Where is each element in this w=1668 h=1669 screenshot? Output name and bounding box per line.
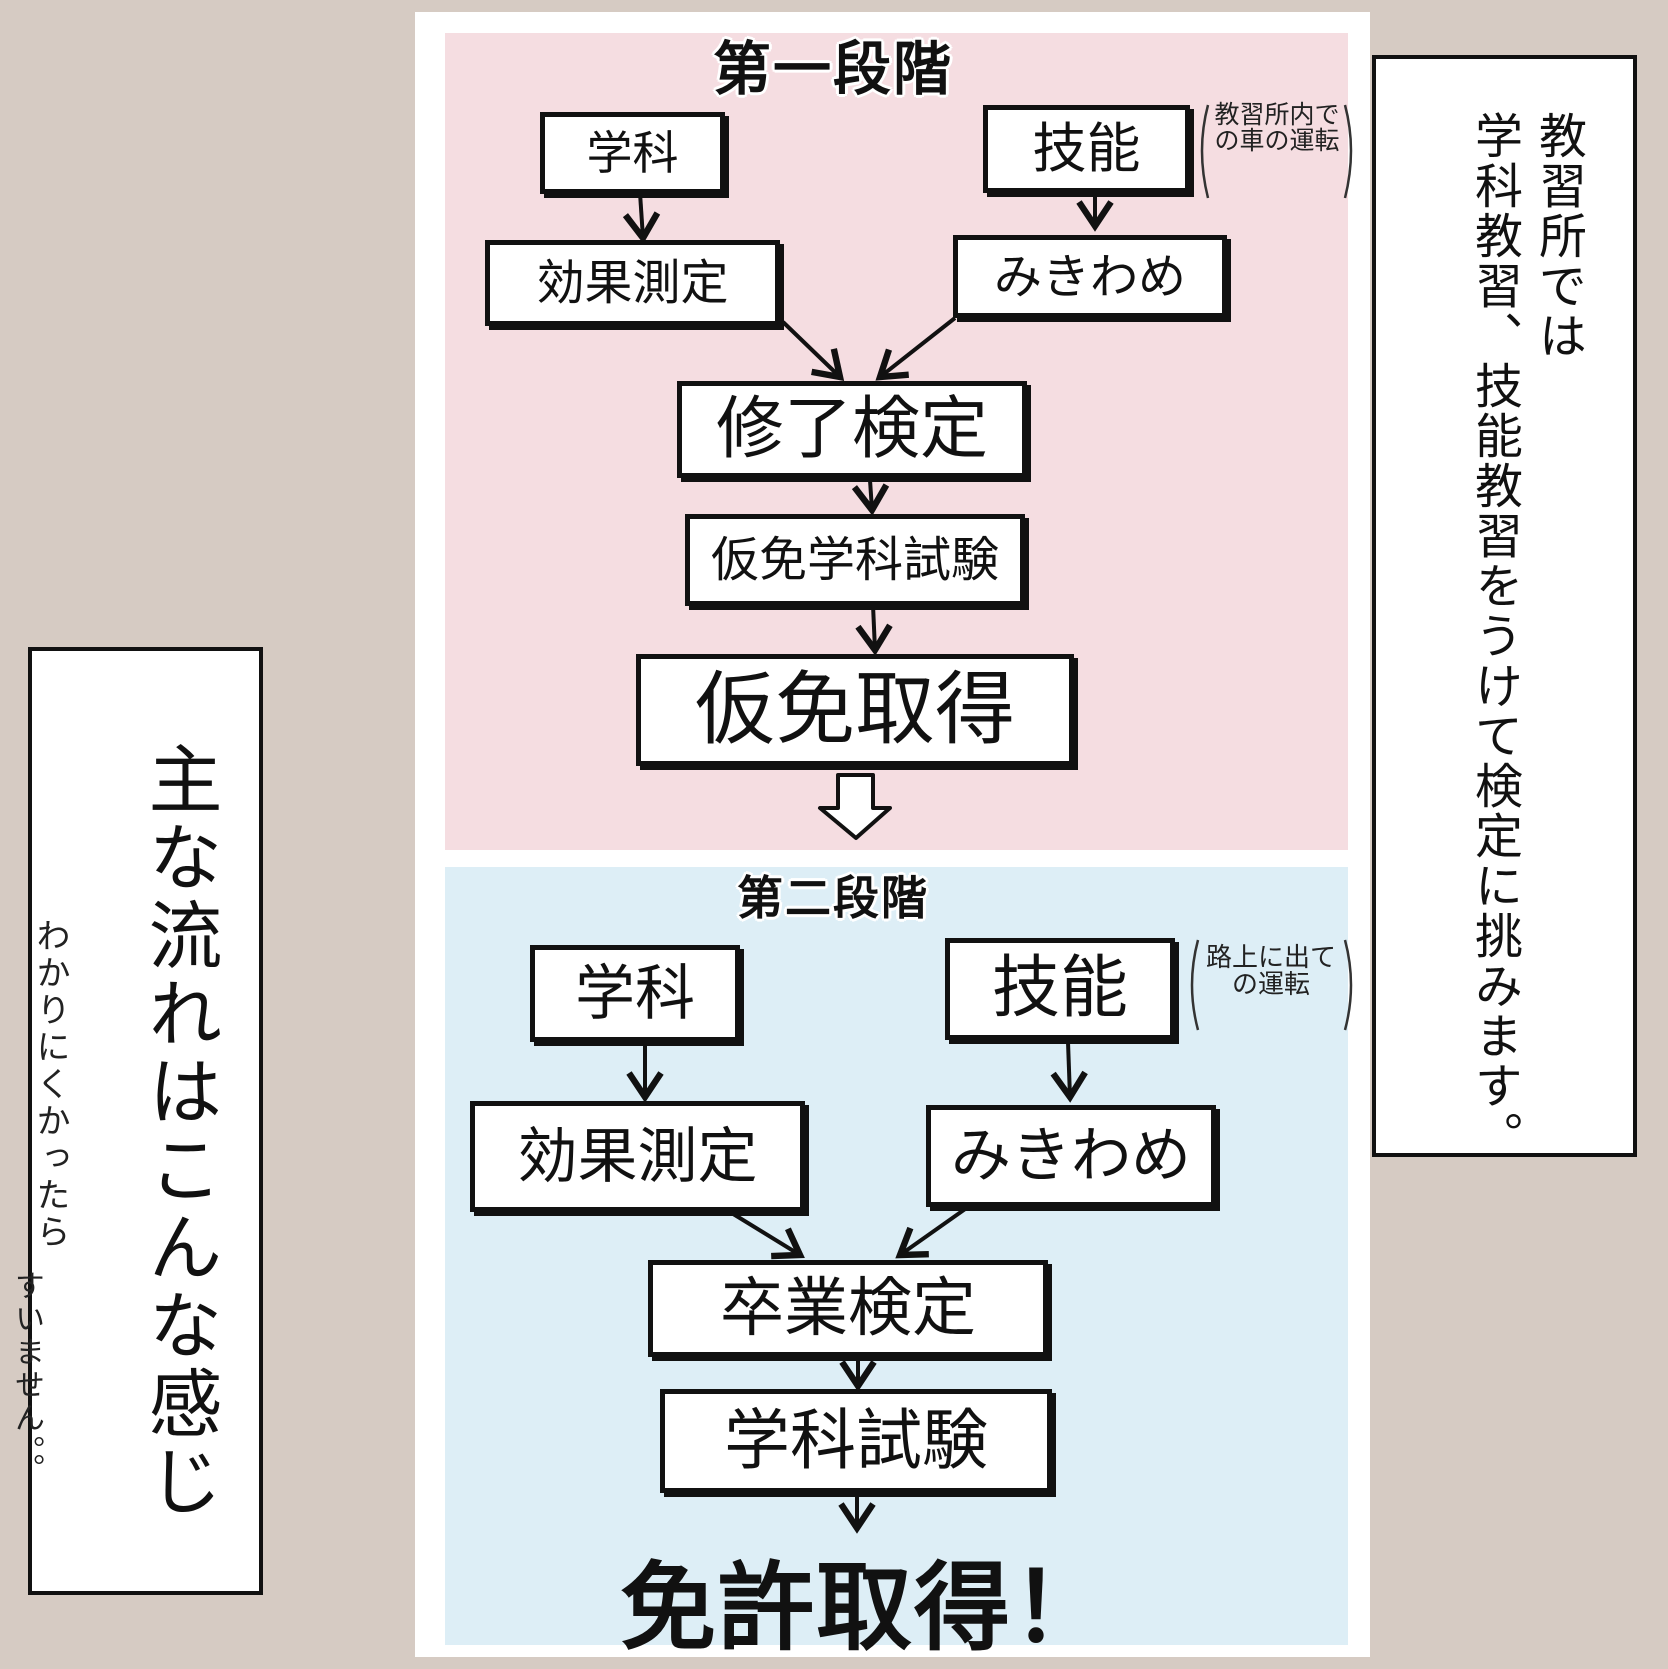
arrow-kouka-to-shuryo — [781, 320, 845, 382]
stage1-mikiwame-box: みきわめ — [953, 235, 1227, 318]
note-paren-left-1 — [1200, 104, 1210, 199]
stage1-gakka-box: 学科 — [540, 112, 725, 194]
left-caption-box: 主な流れはこんな感じ — [28, 647, 263, 1595]
stage2-gakka-test-box: 学科試験 — [660, 1389, 1052, 1493]
arrow-gakka-to-kouka-1 — [622, 192, 661, 244]
stage-transition-arrow — [818, 773, 892, 840]
left-handwritten-note-1: わかりにくかったら — [30, 918, 70, 1251]
stage2-sotsugyo-box: 卒業検定 — [648, 1260, 1048, 1357]
note-paren-right-2 — [1343, 939, 1353, 1031]
arrow-mikiwame-to-sotsugyo — [895, 1205, 970, 1259]
stage2-kouka-box: 効果測定 — [470, 1101, 805, 1212]
arrow-gino-to-mikiwame-2 — [1050, 1041, 1088, 1103]
stage2-gino-note: 路上に出ての運転 — [1205, 943, 1336, 1001]
arrow-shuryo-to-karimen-test — [851, 479, 890, 516]
final-license-text: 免許取得！ — [620, 1552, 1110, 1664]
left-handwritten-note-2: すいません。。 — [9, 1270, 44, 1486]
arrow-karimen-test-to-karimen — [855, 604, 893, 656]
right-caption-text: 学科教習、技能教習をうけて検定に挑みます。 — [1466, 111, 1522, 1161]
stage2-gakka-box: 学科 — [530, 945, 740, 1042]
note-paren-right-1 — [1343, 104, 1353, 199]
stage2-gino-box: 技能 — [945, 938, 1175, 1040]
left-caption-text: 主な流れはこんな感じ — [136, 741, 222, 1521]
arrow-kouka-to-sotsugyo — [728, 1210, 805, 1260]
right-caption-box: 教習所では 学科教習、技能教習をうけて検定に挑みます。 — [1372, 55, 1637, 1161]
stage1-karimen-test-box: 仮免学科試験 — [685, 514, 1025, 606]
stage1-gino-box: 技能 — [983, 105, 1190, 193]
stage2-mikiwame-box: みきわめ — [926, 1105, 1216, 1207]
stage1-kouka-box: 効果測定 — [485, 240, 780, 326]
stage1-gino-note: 教習所内での車の運転 — [1214, 100, 1340, 156]
stage1-shuryo-box: 修了検定 — [677, 381, 1027, 478]
stage1-title: 第一段階 — [713, 35, 954, 103]
note-paren-left-2 — [1190, 939, 1200, 1031]
arrow-mikiwame-to-shuryo — [875, 316, 957, 381]
right-caption-head: 教習所では — [1530, 111, 1586, 361]
stage2-title: 第二段階 — [737, 871, 929, 925]
stage1-karimen-box: 仮免取得 — [636, 654, 1074, 766]
